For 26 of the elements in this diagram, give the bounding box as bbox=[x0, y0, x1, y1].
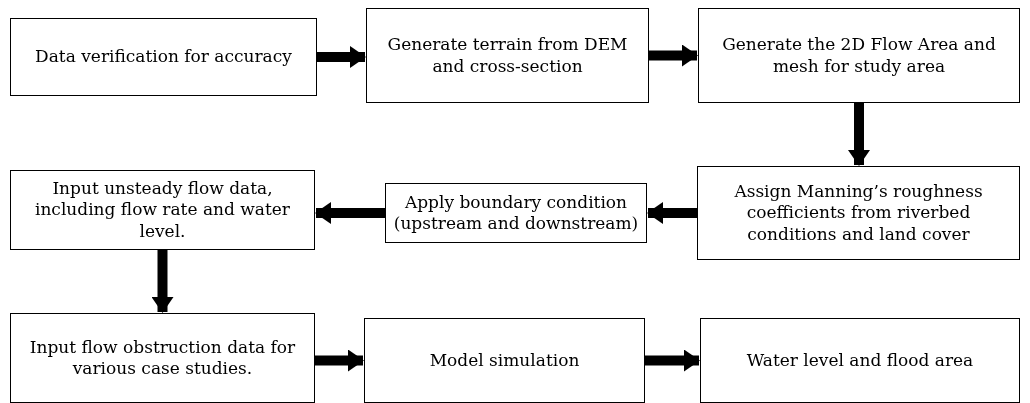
process-box bbox=[10, 313, 315, 403]
block-arrow bbox=[315, 202, 385, 224]
block-arrow bbox=[848, 103, 870, 166]
process-box bbox=[10, 170, 315, 250]
step-text: Input unsteady flow data, including flow rate and water level. bbox=[34, 178, 291, 242]
block-arrow bbox=[315, 349, 364, 372]
step-text: Water level and flood area bbox=[746, 349, 974, 372]
process-box bbox=[366, 8, 649, 103]
step-text: Generate terrain from DEM and cross-section bbox=[386, 34, 629, 77]
step-text: Model simulation bbox=[429, 349, 580, 372]
process-box bbox=[10, 18, 317, 96]
step-text: Data verification for accuracy bbox=[35, 46, 292, 68]
step-text: Generate the 2D Flow Area and mesh for study area bbox=[721, 34, 997, 77]
block-arrow bbox=[151, 250, 174, 313]
block-arrow bbox=[645, 349, 700, 372]
step-text: Input flow obstruction data for various case studies. bbox=[28, 336, 297, 380]
process-box bbox=[698, 8, 1020, 103]
step-text: Assign Manning’s roughness coefficients from riverbed conditions and land cover bbox=[733, 181, 984, 245]
process-box bbox=[385, 183, 647, 243]
step-text: Apply boundary condition (upstream and downstream) bbox=[392, 191, 640, 235]
block-arrow bbox=[649, 44, 698, 67]
process-box bbox=[697, 166, 1020, 260]
process-box bbox=[364, 318, 645, 403]
block-arrow bbox=[647, 202, 697, 224]
process-box bbox=[700, 318, 1020, 403]
block-arrow bbox=[317, 46, 366, 68]
